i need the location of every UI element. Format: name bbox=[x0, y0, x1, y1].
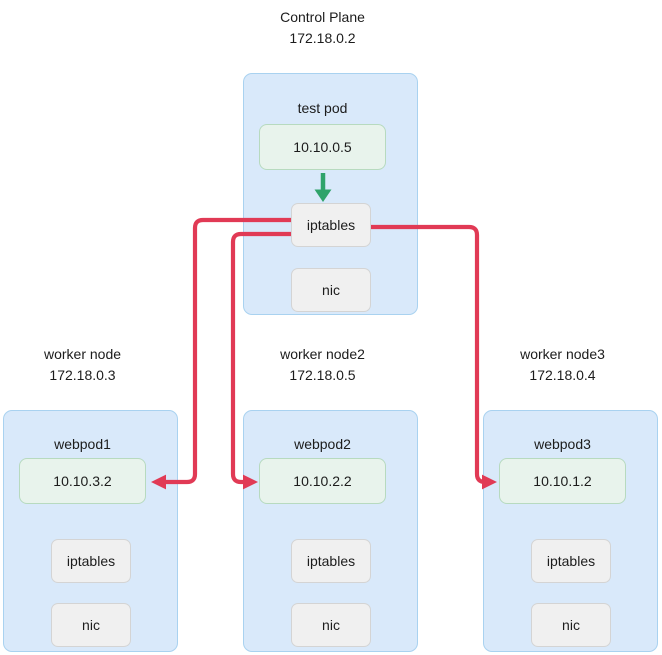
worker1-ip: 172.18.0.3 bbox=[49, 367, 116, 383]
webpod3-nic-label: nic bbox=[562, 617, 580, 633]
webpod1-nic-label: nic bbox=[82, 617, 100, 633]
test-pod-nic-label: nic bbox=[322, 282, 340, 298]
webpod2-name: webpod2 bbox=[294, 436, 351, 452]
webpod2-nic-box: nic bbox=[291, 603, 371, 647]
control-plane-ip: 172.18.0.2 bbox=[289, 30, 356, 46]
control-plane-title: Control Plane bbox=[280, 9, 365, 25]
webpod1-iptables-box: iptables bbox=[51, 539, 131, 583]
worker3-title: worker node3 bbox=[520, 346, 605, 362]
worker3-label: worker node3 172.18.0.4 bbox=[480, 344, 645, 386]
webpod1-ip: 10.10.3.2 bbox=[53, 473, 112, 489]
test-pod-nic-box: nic bbox=[291, 268, 371, 312]
webpod2-iptables-label: iptables bbox=[306, 553, 356, 569]
webpod1-nic-box: nic bbox=[51, 603, 131, 647]
webpod2-ip: 10.10.2.2 bbox=[293, 473, 352, 489]
webpod1-ip-box: 10.10.3.2 bbox=[19, 458, 146, 504]
test-pod-iptables-label: iptables bbox=[306, 217, 356, 233]
worker2-ip: 172.18.0.5 bbox=[289, 367, 356, 383]
webpod2-ip-box: 10.10.2.2 bbox=[259, 458, 386, 504]
worker1-title: worker node bbox=[43, 346, 122, 362]
webpod3-name: webpod3 bbox=[534, 436, 591, 452]
test-pod-ip-box: 10.10.0.5 bbox=[259, 124, 386, 170]
worker2-label: worker node2 172.18.0.5 bbox=[240, 344, 405, 386]
webpod2-iptables-box: iptables bbox=[291, 539, 371, 583]
webpod3-iptables-label: iptables bbox=[546, 553, 596, 569]
webpod1-name: webpod1 bbox=[54, 436, 111, 452]
webpod3-ip-box: 10.10.1.2 bbox=[499, 458, 626, 504]
webpod3-iptables-box: iptables bbox=[531, 539, 611, 583]
webpod1-iptables-label: iptables bbox=[66, 553, 116, 569]
worker3-ip: 172.18.0.4 bbox=[529, 367, 596, 383]
control-plane-label: Control Plane 172.18.0.2 bbox=[240, 7, 405, 49]
worker2-title: worker node2 bbox=[280, 346, 365, 362]
worker1-label: worker node 172.18.0.3 bbox=[0, 344, 165, 386]
webpod3-ip: 10.10.1.2 bbox=[533, 473, 592, 489]
test-pod-iptables-box: iptables bbox=[291, 203, 371, 247]
webpod2-nic-label: nic bbox=[322, 617, 340, 633]
test-pod-ip: 10.10.0.5 bbox=[293, 139, 352, 155]
webpod3-nic-box: nic bbox=[531, 603, 611, 647]
test-pod-name: test pod bbox=[297, 100, 348, 116]
